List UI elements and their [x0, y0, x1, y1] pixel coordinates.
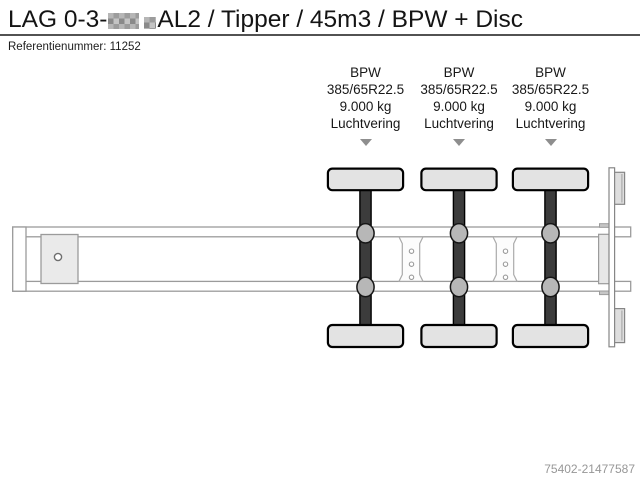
air-suspension-bottom: [449, 276, 469, 298]
page-title: LAG 0-3- AL2 / Tipper / 45m3 / BPW + Disc: [8, 6, 523, 33]
axle-tyre-size-label: 385/65R22.5: [511, 82, 590, 97]
axle-tyre-size-label: 385/65R22.5: [326, 82, 405, 97]
down-arrow-icon: [544, 139, 557, 146]
axle-beam: [544, 187, 557, 328]
frame-rail-top: [12, 226, 632, 238]
axle-tyre-size-label: 385/65R22.5: [420, 82, 498, 97]
title-divider: [0, 34, 640, 36]
axle-spec-1: BPW 385/65R22.5 9.000 kg Luchtvering: [301, 64, 431, 146]
rear-light-bottom: [613, 308, 626, 344]
air-suspension-bottom: [356, 276, 375, 298]
axle-brand-label: BPW: [350, 65, 381, 80]
rear-light-top: [613, 171, 626, 205]
axle-beam: [359, 187, 372, 328]
rear-underrun-assembly: [597, 167, 626, 348]
gusset-hole: [502, 248, 509, 254]
gusset-plate: [398, 236, 424, 282]
rear-bumper-bar: [608, 167, 616, 348]
axle-suspension-label: Luchtvering: [424, 116, 494, 131]
title-prefix: LAG 0-3-: [8, 6, 108, 33]
axle-group-1: [326, 167, 405, 349]
axle-beam: [452, 187, 466, 328]
gusset-hole: [502, 274, 509, 281]
gusset-hole: [408, 261, 415, 267]
redacted-text-block: [108, 13, 140, 29]
front-crossmember: [12, 226, 27, 292]
frame-rail-bottom: [12, 280, 632, 292]
air-suspension-top: [356, 222, 375, 244]
down-arrow-icon: [453, 139, 465, 146]
air-suspension-top: [541, 222, 560, 244]
down-arrow-icon: [359, 139, 372, 146]
axle-load-label: 9.000 kg: [524, 99, 577, 114]
axle-group-2: [420, 167, 498, 349]
tire-bottom: [326, 323, 405, 349]
tire-bottom: [420, 323, 498, 349]
tire-bottom: [511, 323, 590, 349]
redacted-text-block: [144, 17, 157, 29]
axle-spec-2: BPW 385/65R22.5 9.000 kg Luchtvering: [394, 64, 524, 146]
gusset-hole: [502, 261, 509, 267]
gusset-plate: [492, 236, 518, 282]
air-suspension-top: [449, 222, 469, 244]
title-suffix: AL2 / Tipper / 45m3 / BPW + Disc: [157, 6, 524, 33]
chassis-frame: [12, 226, 632, 292]
axle-group-3: [511, 167, 590, 349]
reference-number: Referentienummer: 11252: [8, 41, 141, 53]
axle-load-label: 9.000 kg: [433, 99, 485, 114]
axle-brand-label: BPW: [535, 65, 566, 80]
tire-top: [511, 167, 590, 192]
tire-top: [420, 167, 498, 192]
axle-spec-3: BPW 385/65R22.5 9.000 kg Luchtvering: [486, 64, 616, 146]
listing-id: 75402-21477587: [544, 462, 635, 476]
axle-brand-label: BPW: [443, 65, 475, 80]
kingpin: [53, 252, 63, 262]
gusset-hole: [408, 274, 415, 281]
tire-top: [326, 167, 405, 192]
crossmember-gusset-2: [492, 236, 518, 282]
axle-suspension-label: Luchtvering: [515, 116, 586, 131]
gusset-hole: [408, 248, 415, 254]
axle-suspension-label: Luchtvering: [330, 116, 401, 131]
air-suspension-bottom: [541, 276, 560, 298]
crossmember-gusset-1: [398, 236, 424, 282]
axle-load-label: 9.000 kg: [339, 99, 392, 114]
